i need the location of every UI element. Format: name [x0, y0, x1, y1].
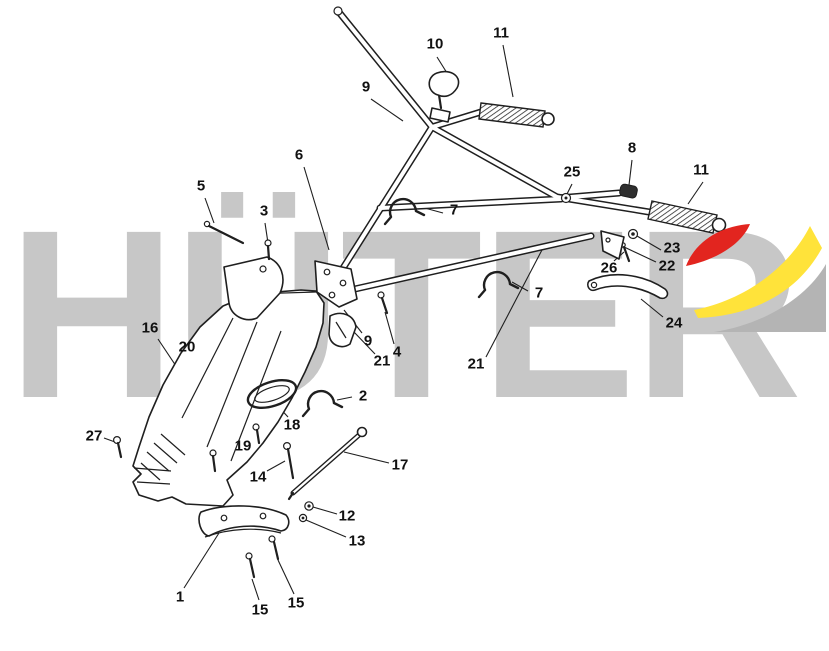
rod-17 — [287, 426, 368, 501]
washer-13 — [298, 513, 308, 523]
grip-top — [478, 102, 555, 128]
pivot-plate — [314, 260, 358, 308]
bolt-19 — [252, 423, 261, 445]
screw-27 — [112, 436, 217, 473]
logo-yellow-band — [694, 226, 822, 318]
watermark: HÜTER — [8, 180, 802, 448]
bolt-14 — [283, 442, 295, 480]
bracket-20 — [223, 256, 284, 321]
washer-12 — [304, 501, 314, 511]
bracket-1 — [198, 505, 290, 538]
bolt-15-left — [245, 552, 256, 579]
clip-2 — [301, 389, 344, 418]
latch-24 — [587, 273, 669, 300]
logo-red-band — [686, 224, 750, 266]
clip-7-upper — [383, 197, 426, 226]
ring-18 — [246, 379, 298, 409]
end-cap — [619, 183, 638, 199]
chassis-body — [132, 289, 357, 507]
bracket-22 — [600, 230, 625, 260]
bolt-15-right — [268, 535, 280, 561]
washer-23 — [627, 228, 639, 240]
bolt-25 — [560, 192, 572, 204]
logo-gray-band — [714, 264, 826, 332]
leader-lines — [103, 44, 704, 601]
grip-right — [647, 200, 727, 234]
brand-logo — [686, 224, 826, 332]
bolt-3 — [264, 239, 272, 261]
clip-7-lower — [477, 270, 520, 299]
bolt-4 — [377, 291, 389, 315]
throttle-lever — [428, 70, 460, 123]
tube-eyelet — [333, 6, 343, 16]
handlebar-frame — [329, 6, 653, 295]
pin-5 — [203, 220, 245, 245]
